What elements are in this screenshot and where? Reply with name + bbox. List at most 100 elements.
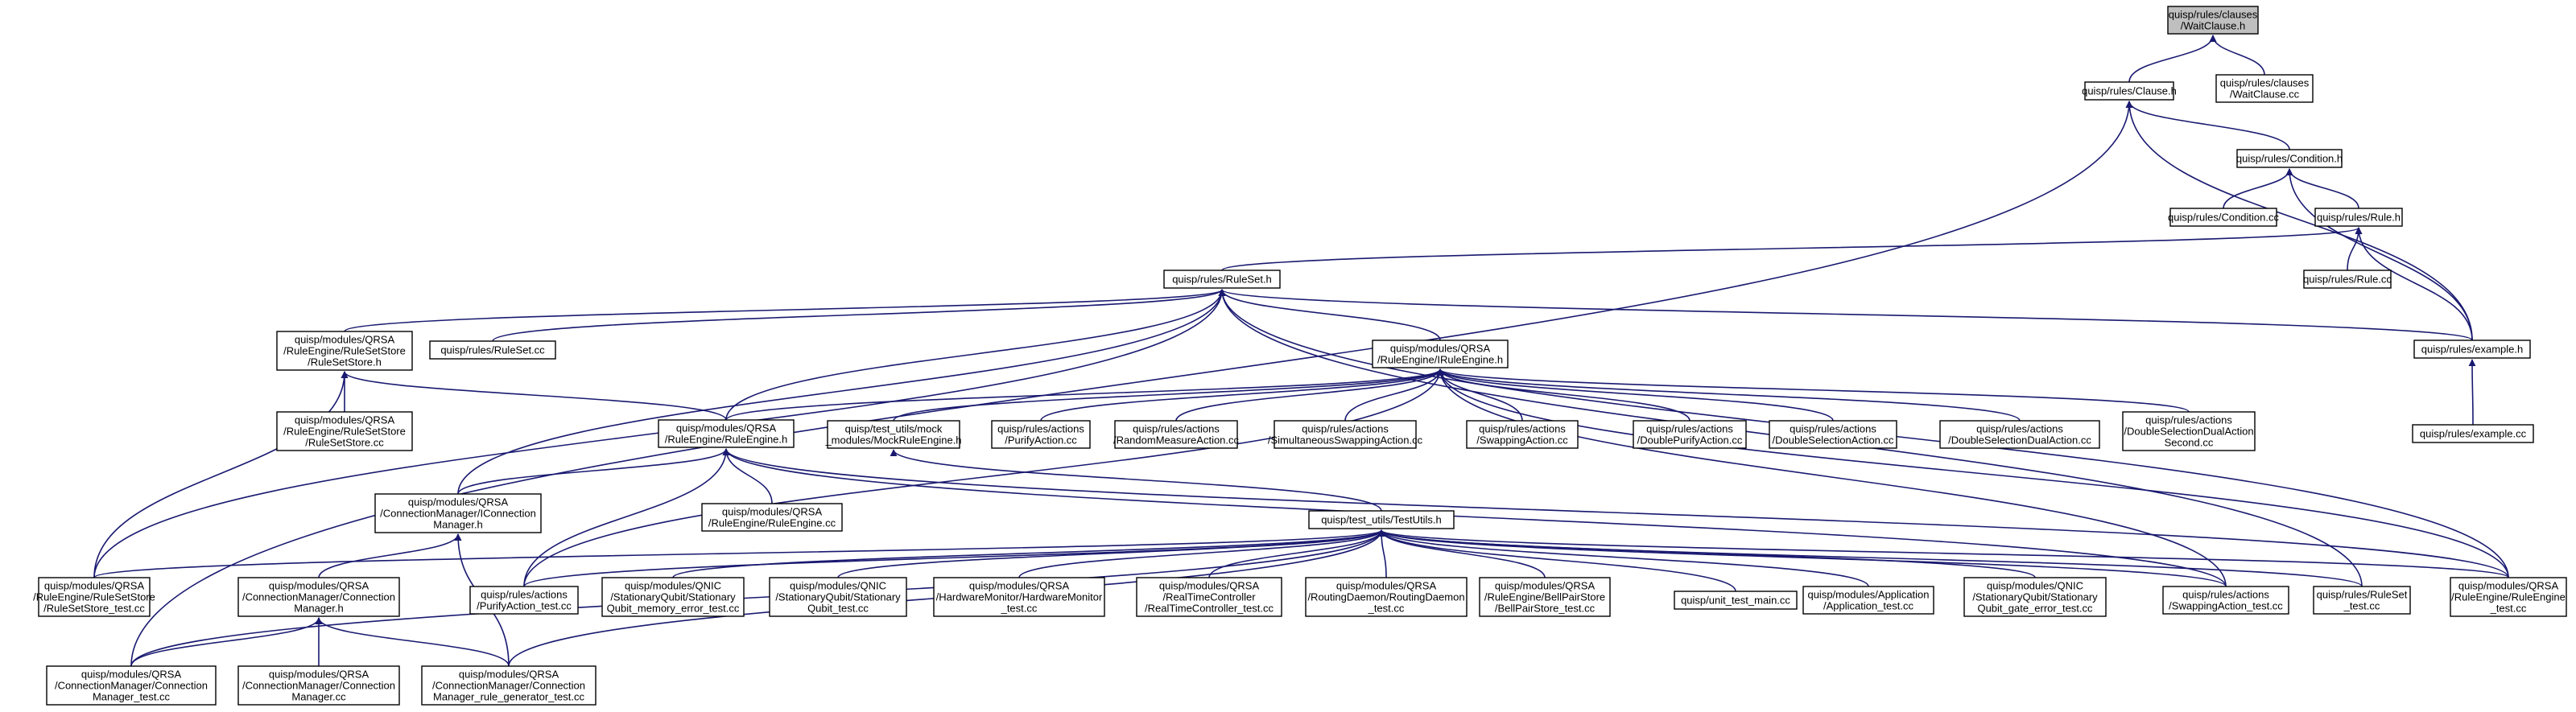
node-rulesetstore_cc[interactable]: quisp/modules/QRSA/RuleEngine/RuleSetSto…	[276, 411, 413, 451]
node-box	[421, 665, 597, 706]
node-label-line: quisp/rules/actions	[2182, 589, 2269, 601]
node-label-line: /PurifyAction.cc	[1005, 434, 1077, 447]
node-box	[1305, 577, 1468, 617]
node-label-line: quisp/modules/QRSA	[1495, 580, 1596, 592]
node-label-line: quisp/modules/QRSA	[269, 580, 369, 592]
node-testutils_h[interactable]: quisp/test_utils/TestUtils.h	[1308, 510, 1455, 529]
edge-routingdaemon_test_cc-to-testutils_h	[1377, 529, 1387, 578]
node-label-line: _modules/MockRuleEngine.h	[824, 434, 961, 447]
edge-condition_h-to-clause_h	[2125, 101, 2290, 150]
node-ruleengine_cc[interactable]: quisp/modules/QRSA/RuleEngine/RuleEngine…	[701, 503, 843, 532]
node-box	[276, 331, 413, 371]
node-label-line: /RealTimeController	[1162, 591, 1256, 603]
edge-unit_test_main_cc-to-testutils_h	[1377, 529, 1736, 592]
node-waitclause_h[interactable]: quisp/rules/clauses/WaitClause.h	[2167, 6, 2259, 35]
node-swappingaction_test_cc[interactable]: quisp/rules/actions/SwappingAction_test.…	[2162, 586, 2289, 615]
edge-waitclause_cc-to-waitclause_h	[2209, 35, 2265, 76]
node-waitclause_cc[interactable]: quisp/rules/clauses/WaitClause.cc	[2215, 74, 2314, 103]
node-ruleengine_test_cc[interactable]: quisp/modules/QRSA/RuleEngine/RuleEngine…	[2450, 577, 2567, 617]
edge-purifyaction_test_cc-to-iruleengine_h	[523, 368, 1444, 587]
node-label-line: /SimultaneousSwappingAction.cc	[1268, 434, 1423, 447]
node-box	[2215, 74, 2314, 103]
node-unit_test_main_cc[interactable]: quisp/unit_test_main.cc	[1674, 591, 1798, 610]
edge-ruleengine_cc-to-ruleengine_h	[722, 448, 773, 504]
edge-iconnectionmanager_h-to-ruleengine_h	[457, 448, 730, 495]
node-label-line: /BellPairStore_test.cc	[1495, 603, 1596, 615]
node-label-line: /RuleSetStore_test.cc	[43, 603, 145, 615]
node-rule_generator_test_cc[interactable]: quisp/modules/QRSA/ConnectionManager/Con…	[421, 665, 597, 706]
node-box	[1963, 577, 2107, 617]
node-box	[1372, 340, 1509, 368]
node-box	[933, 577, 1105, 617]
node-label-line: quisp/modules/QRSA	[2458, 580, 2559, 592]
node-mockruleengine_h[interactable]: quisp/test_utils/mock_modules/MockRuleEn…	[824, 420, 962, 449]
node-label-line: quisp/modules/QRSA	[1159, 580, 1260, 592]
edge-ruleset_test_cc-to-testutils_h	[1377, 529, 2363, 587]
node-rule_h[interactable]: quisp/rules/Rule.h	[2314, 208, 2403, 227]
node-condition_h[interactable]: quisp/rules/Condition.h	[2236, 149, 2343, 168]
node-label-line: /RealTimeController_test.cc	[1145, 603, 1274, 615]
node-connectionmanager_test_cc[interactable]: quisp/modules/QRSA/ConnectionManager/Con…	[46, 665, 217, 706]
node-label-line: quisp/rules/Condition.cc	[2168, 212, 2280, 224]
node-label-line: quisp/rules/Condition.h	[2236, 153, 2343, 165]
node-stationaryqubit_test_cc[interactable]: quisp/modules/QNIC/StationaryQubit/Stati…	[769, 577, 907, 617]
node-doublepurifyaction_cc[interactable]: quisp/rules/actions/DoublePurifyAction.c…	[1633, 420, 1747, 449]
node-application_test_cc[interactable]: quisp/modules/Application/Application_te…	[1802, 586, 1934, 615]
node-label-line: quisp/unit_test_main.cc	[1681, 595, 1790, 607]
node-box	[2167, 6, 2259, 35]
node-label-line: Second.cc	[2165, 437, 2214, 449]
node-label-line: quisp/rules/example.h	[2421, 344, 2523, 356]
node-connectionmanager_h[interactable]: quisp/modules/QRSA/ConnectionManager/Con…	[237, 577, 400, 617]
node-doubleselectiondualaction_cc[interactable]: quisp/rules/actions/DoubleSelectionDualA…	[1939, 420, 2100, 449]
node-randommeasureaction_cc[interactable]: quisp/rules/actions/RandomMeasureAction.…	[1113, 420, 1240, 449]
node-label-line: Manager_test.cc	[93, 691, 171, 703]
node-box	[2084, 81, 2174, 101]
node-box	[374, 493, 542, 533]
node-box	[2122, 411, 2256, 451]
node-doubleselectiondualactionsecond_cc[interactable]: quisp/rules/actions/DoubleSelectionDualA…	[2122, 411, 2256, 451]
node-box	[38, 577, 151, 617]
node-label-line: /ConnectionManager/Connection	[55, 680, 208, 692]
edge-rule_h-to-condition_h	[2285, 168, 2359, 209]
node-label-line: _test.cc	[1368, 603, 1405, 615]
node-rule_cc[interactable]: quisp/rules/Rule.cc	[2303, 270, 2392, 289]
node-purifyaction_cc[interactable]: quisp/rules/actions/PurifyAction.cc	[991, 420, 1091, 449]
node-label-line: /WaitClause.h	[2181, 20, 2245, 32]
node-bellpairstore_test_cc[interactable]: quisp/modules/QRSA/RuleEngine/BellPairSt…	[1479, 577, 1611, 617]
node-hardwaremonitor_test_cc[interactable]: quisp/modules/QRSA/HardwareMonitor/Hardw…	[933, 577, 1105, 617]
node-swappingaction_cc[interactable]: quisp/rules/actions/SwappingAction.cc	[1466, 420, 1579, 449]
node-routingdaemon_test_cc[interactable]: quisp/modules/QRSA/RoutingDaemon/Routing…	[1305, 577, 1468, 617]
node-label-line: /RuleSetStore.cc	[305, 437, 384, 449]
node-box	[991, 420, 1091, 449]
node-label-line: quisp/modules/QRSA	[1390, 343, 1491, 355]
node-label-line: quisp/modules/QRSA	[676, 422, 777, 434]
node-condition_cc[interactable]: quisp/rules/Condition.cc	[2168, 208, 2280, 227]
node-doubleselectionaction_cc[interactable]: quisp/rules/actions/DoubleSelectionActio…	[1769, 420, 1897, 449]
node-label-line: quisp/rules/RuleSet.h	[1172, 274, 1272, 286]
node-iruleengine_h[interactable]: quisp/modules/QRSA/RuleEngine/IRuleEngin…	[1372, 340, 1509, 368]
node-ruleset_h[interactable]: quisp/rules/RuleSet.h	[1163, 270, 1281, 289]
node-iconnectionmanager_h[interactable]: quisp/modules/QRSA/ConnectionManager/ICo…	[374, 493, 542, 533]
node-memory_error_test_cc[interactable]: quisp/modules/QNIC/StationaryQubit/Stati…	[601, 577, 745, 617]
node-box	[1802, 586, 1934, 615]
node-rulesetstore_test_cc[interactable]: quisp/modules/QRSA/RuleEngine/RuleSetSto…	[33, 577, 155, 617]
node-simultaneousswappingaction_cc[interactable]: quisp/rules/actions/SimultaneousSwapping…	[1268, 420, 1423, 449]
node-label-line: quisp/rules/actions	[1302, 423, 1389, 435]
node-clause_h[interactable]: quisp/rules/Clause.h	[2082, 81, 2177, 101]
node-box	[237, 577, 400, 617]
node-purifyaction_test_cc[interactable]: quisp/rules/actions/PurifyAction_test.cc	[469, 586, 579, 615]
node-ruleset_test_cc[interactable]: quisp/rules/RuleSet_test.cc	[2313, 586, 2411, 615]
node-rulesetstore_h[interactable]: quisp/modules/QRSA/RuleEngine/RuleSetSto…	[276, 331, 413, 371]
edge-ruleengine_test_cc-to-iruleengine_h	[1436, 368, 2509, 578]
node-label-line: /HardwareMonitor/HardwareMonitor	[936, 591, 1103, 603]
node-realtimecontroller_test_cc[interactable]: quisp/modules/QRSA/RealTimeController/Re…	[1136, 577, 1282, 617]
node-example_h[interactable]: quisp/rules/example.h	[2413, 340, 2531, 359]
node-label-line: /PurifyAction_test.cc	[477, 600, 572, 612]
node-example_cc[interactable]: quisp/rules/example.cc	[2412, 424, 2534, 443]
node-ruleengine_h[interactable]: quisp/modules/QRSA/RuleEngine/RuleEngine…	[658, 419, 795, 448]
node-connectionmanager_cc[interactable]: quisp/modules/QRSA/ConnectionManager/Con…	[237, 665, 400, 706]
node-label-line: quisp/rules/Rule.cc	[2303, 274, 2392, 286]
node-gate_error_test_cc[interactable]: quisp/modules/QNIC/StationaryQubit/Stati…	[1963, 577, 2107, 617]
node-box	[276, 411, 413, 451]
node-ruleset_cc[interactable]: quisp/rules/RuleSet.cc	[429, 340, 556, 360]
